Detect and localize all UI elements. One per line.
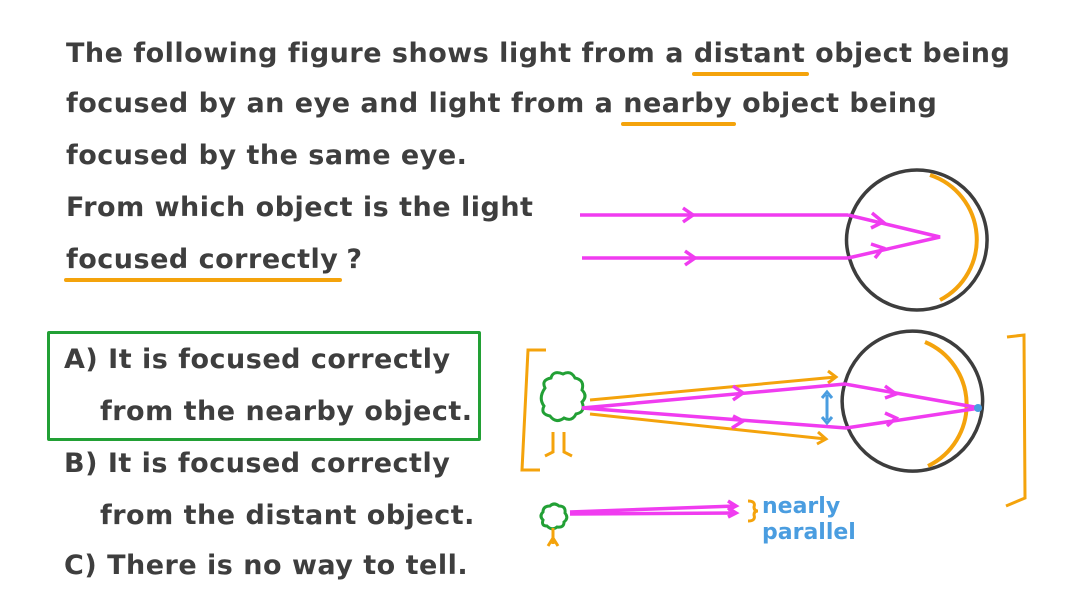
question-line-3: focused by the same eye. [66, 140, 468, 171]
option-letter: A) [64, 344, 99, 375]
question-line-5: focused correctly? [63, 244, 363, 282]
question-text: object being [732, 88, 938, 119]
question-text: object being [805, 38, 1011, 69]
question-text: focused by an eye and light from a [66, 88, 624, 119]
option-letter: B) [64, 448, 98, 479]
question-line-1: The following figure shows light from a … [66, 38, 1011, 76]
option-letter: C) [64, 550, 98, 581]
option-text: There is no way to tell. [107, 550, 469, 581]
distant-tree-diagram [539, 499, 759, 547]
question-mark: ? [346, 244, 363, 275]
nearby-eye-diagram [520, 329, 1027, 508]
distant-highlight: distant [691, 38, 810, 76]
nearly-parallel-label: nearly parallel [762, 494, 856, 546]
distant-eye-diagram [580, 168, 989, 312]
eye-icon [840, 329, 985, 473]
nearby-highlight: nearby [621, 88, 737, 126]
annotation-line-2: parallel [762, 520, 856, 545]
correct-answer-box [47, 331, 481, 441]
option-c-line-1: C) There is no way to tell. [64, 550, 468, 581]
option-text: It is focused correctly [108, 344, 451, 375]
option-b-line-1: B) It is focused correctly [64, 448, 450, 479]
option-b-line-2: from the distant object. [100, 500, 475, 531]
tree-icon [539, 371, 587, 458]
question-text: The following figure shows light from a [66, 38, 694, 69]
option-text: It is focused correctly [107, 448, 451, 479]
light-rays [580, 206, 941, 267]
tree-icon [539, 502, 569, 547]
eye-icon [844, 168, 989, 312]
double-arrow-icon [820, 389, 834, 426]
annotation-line-1: nearly [762, 494, 841, 519]
question-line-4: From which object is the light [66, 192, 534, 223]
option-a-line-2: from the nearby object. [100, 396, 473, 427]
focused-correctly-highlight: focused correctly [63, 244, 343, 282]
question-line-2: focused by an eye and light from a nearb… [66, 88, 938, 126]
option-a-line-1: A) It is focused correctly [64, 344, 451, 375]
